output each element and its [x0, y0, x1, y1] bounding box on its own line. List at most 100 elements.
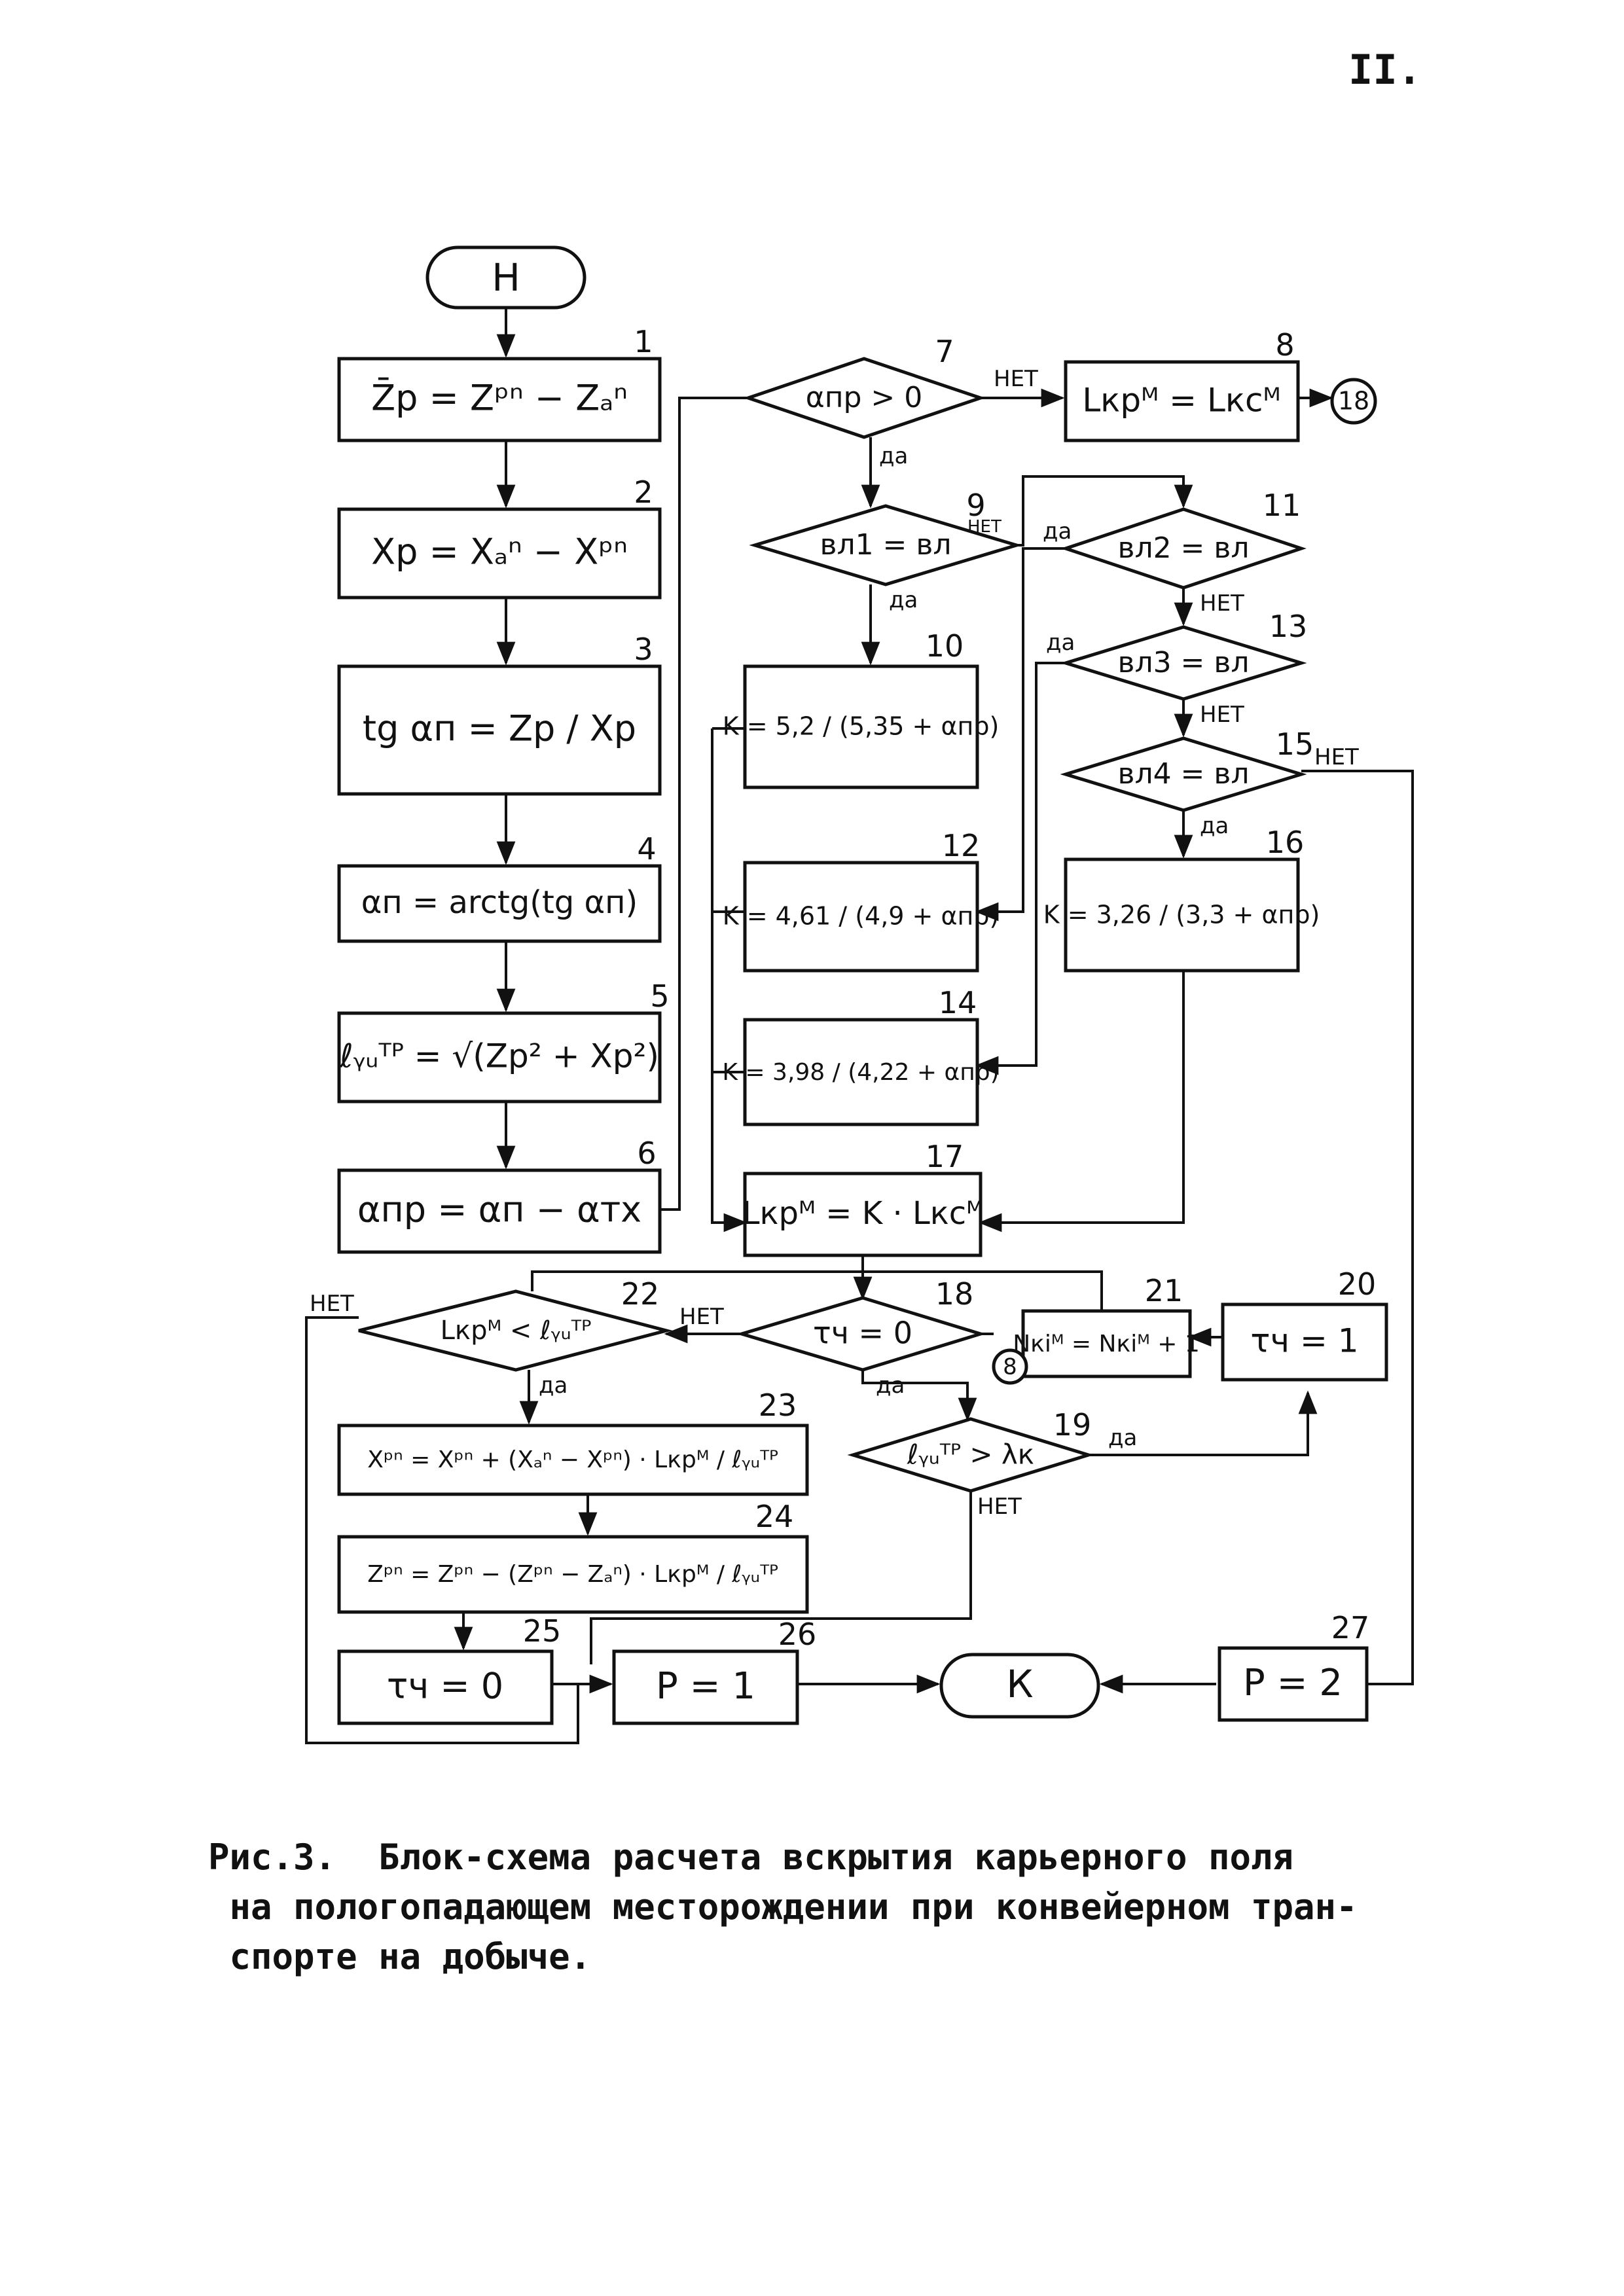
- num-16: 16: [1266, 825, 1305, 860]
- block-1: [337, 357, 662, 442]
- block-17-text: Lкрᴹ = K · Lксᴹ: [742, 1195, 983, 1232]
- num-5: 5: [650, 978, 669, 1014]
- block-8-text: Lкрᴹ = Lксᴹ: [1082, 382, 1280, 420]
- decision-18: [736, 1296, 986, 1372]
- d11-yes-label: да: [1043, 518, 1072, 545]
- block-24-text: Zᵖⁿ = Zᵖⁿ − (Zᵖⁿ − Zₐⁿ) · Lкрᴹ / ℓᵧᵤᵀᴾ: [367, 1561, 778, 1588]
- decision-11: [1060, 507, 1307, 590]
- num-27: 27: [1331, 1610, 1370, 1645]
- block-1-text: Z̄р = Zᵖⁿ − Zₐⁿ: [371, 378, 628, 419]
- num-6: 6: [637, 1136, 656, 1171]
- d13-no-label: НЕТ: [1200, 702, 1244, 728]
- block-25-text: τч = 0: [387, 1666, 503, 1707]
- page-number: II.: [1348, 46, 1422, 94]
- block-2: [337, 507, 662, 600]
- decision-22: [358, 1289, 673, 1372]
- connector-8-text: 8: [1003, 1354, 1017, 1380]
- num-24: 24: [755, 1499, 794, 1534]
- num-4: 4: [637, 831, 656, 867]
- block-14: [743, 1018, 979, 1126]
- d13-yes-label: да: [1046, 630, 1075, 656]
- block-6: [337, 1168, 662, 1254]
- block-14-text: K = 3,98 / (4,22 + αпр): [722, 1059, 999, 1086]
- decision-11-text: вл2 = вл: [1118, 531, 1250, 565]
- num-26: 26: [778, 1617, 817, 1652]
- block-24: [337, 1535, 809, 1614]
- d9-yes-label: да: [889, 587, 918, 613]
- num-19: 19: [1053, 1407, 1092, 1443]
- num-22: 22: [621, 1276, 660, 1312]
- num-2: 2: [634, 475, 653, 510]
- num-13: 13: [1269, 609, 1308, 644]
- block-6-text: αпр = αп − αтх: [357, 1189, 641, 1230]
- num-11: 11: [1263, 488, 1301, 523]
- decision-7: [743, 357, 986, 439]
- block-21: [1021, 1309, 1192, 1378]
- num-18: 18: [935, 1276, 974, 1312]
- block-12-text: K = 4,61 / (4,9 + αпр): [723, 902, 1000, 931]
- block-20-text: τч = 1: [1250, 1322, 1358, 1360]
- d22-no-label: НЕТ: [310, 1291, 354, 1317]
- decision-19: [847, 1417, 1094, 1493]
- block-21-text: Nкiᴹ = Nкiᴹ + 1: [1013, 1331, 1200, 1357]
- num-17: 17: [926, 1139, 964, 1174]
- block-26-text: P = 1: [656, 1665, 755, 1708]
- decision-13-text: вл3 = вл: [1118, 646, 1250, 679]
- decision-15: [1060, 736, 1307, 812]
- num-10: 10: [926, 628, 964, 664]
- block-23: [337, 1424, 809, 1496]
- decision-9-text: вл1 = вл: [820, 528, 952, 562]
- block-27: [1218, 1646, 1369, 1722]
- block-10-text: K = 5,2 / (5,35 + αпр): [723, 712, 1000, 741]
- decision-19-text: ℓᵧᵤᵀᴾ > λк: [907, 1439, 1034, 1471]
- num-20: 20: [1338, 1266, 1377, 1302]
- num-3: 3: [634, 632, 653, 667]
- connector-8: [992, 1348, 1028, 1385]
- num-1: 1: [634, 324, 653, 359]
- d7-no-label: НЕТ: [994, 366, 1038, 392]
- d15-yes-label: да: [1200, 813, 1229, 839]
- connector-18: [1330, 378, 1377, 425]
- decision-15-text: вл4 = вл: [1118, 757, 1250, 791]
- block-3: [337, 664, 662, 796]
- block-2-text: Xр = Xₐⁿ − Xᵖⁿ: [371, 531, 628, 573]
- block-23-text: Xᵖⁿ = Xᵖⁿ + (Xₐⁿ − Xᵖⁿ) · Lкрᴹ / ℓᵧᵤᵀᴾ: [367, 1446, 778, 1473]
- decision-22-text: Lкрᴹ < ℓᵧᵤᵀᴾ: [441, 1316, 592, 1346]
- num-8: 8: [1275, 327, 1294, 363]
- block-5: [337, 1011, 662, 1103]
- block-20: [1221, 1302, 1388, 1382]
- start-label: Н: [492, 255, 520, 300]
- d15-no-label: НЕТ: [1314, 744, 1359, 770]
- d19-no-label: НЕТ: [977, 1494, 1022, 1520]
- block-10: [743, 664, 979, 789]
- block-27-text: P = 2: [1243, 1662, 1343, 1704]
- block-4: [337, 864, 662, 943]
- block-5-text: ℓᵧᵤᵀᴾ = √(Zр² + Xр²): [339, 1037, 659, 1075]
- d7-yes-label: да: [879, 443, 908, 469]
- num-12: 12: [942, 828, 981, 863]
- d22-yes-label: да: [539, 1372, 568, 1399]
- num-7: 7: [935, 334, 954, 369]
- block-4-text: αп = arctg(tg αп): [361, 884, 638, 921]
- block-26: [612, 1649, 799, 1725]
- start-terminal: [425, 245, 586, 310]
- figure-caption: Рис.3. Блок-схема расчета вскрытия карье…: [208, 1837, 1358, 1977]
- num-14: 14: [939, 985, 977, 1020]
- connector-18-text: 18: [1338, 387, 1369, 416]
- num-23: 23: [759, 1388, 797, 1423]
- block-16: [1064, 857, 1300, 973]
- d18-yes-label: да: [876, 1372, 905, 1399]
- block-8: [1064, 360, 1300, 442]
- block-17: [743, 1172, 983, 1257]
- d18-no-label: НЕТ: [679, 1304, 724, 1330]
- d19-yes-label: да: [1108, 1425, 1137, 1451]
- num-15: 15: [1276, 726, 1314, 762]
- decision-7-text: αпр > 0: [806, 381, 923, 414]
- num-25: 25: [523, 1613, 562, 1649]
- end-terminal: [939, 1653, 1100, 1719]
- end-label: К: [1006, 1662, 1033, 1706]
- decision-18-text: τч = 0: [813, 1316, 912, 1351]
- num-21: 21: [1145, 1273, 1183, 1308]
- block-25: [337, 1649, 554, 1725]
